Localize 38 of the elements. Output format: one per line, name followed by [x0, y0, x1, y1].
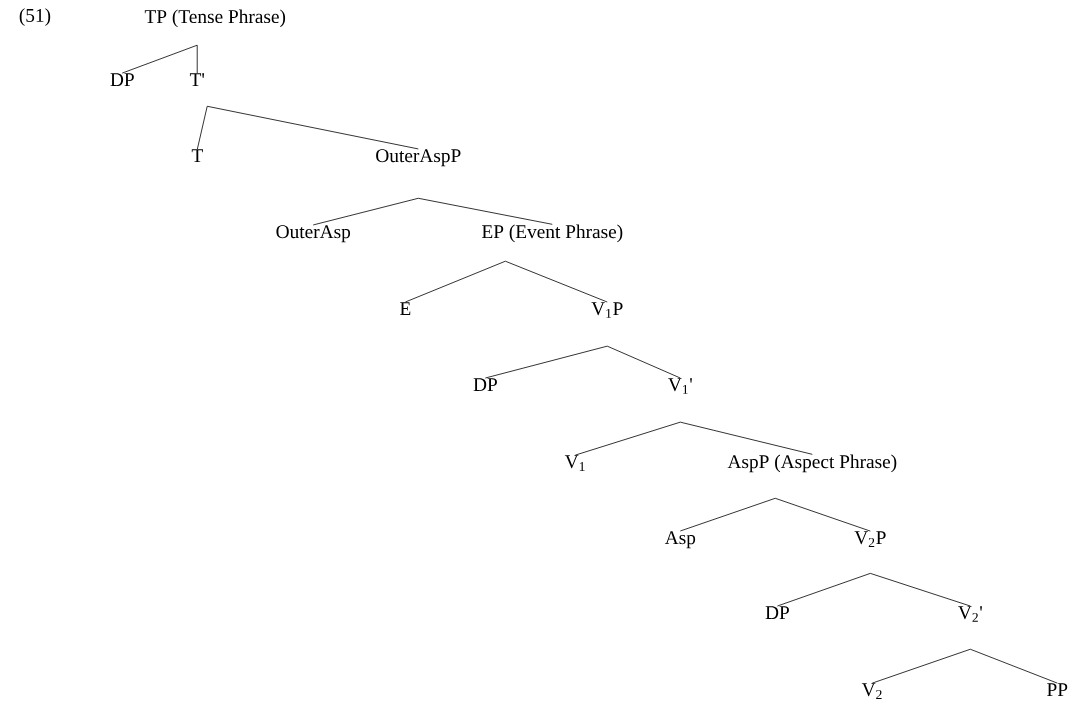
branch-line [121, 44, 198, 74]
branch-line [679, 497, 776, 532]
tree-label: PP [1047, 683, 1068, 696]
tree-label: E [400, 302, 411, 315]
tree-label: DP [473, 378, 497, 391]
tree-label: AspP (Aspect Phrase) [727, 454, 897, 473]
tree-label: DP [765, 606, 789, 619]
tree-label: OuterAspP [376, 149, 461, 167]
branch-line [869, 572, 971, 607]
branch-line [575, 421, 681, 456]
branch-line [484, 345, 608, 379]
branch-line [777, 572, 871, 607]
tree-label: V$_{1}$ [564, 455, 585, 471]
branch-line [404, 260, 506, 303]
tree-label: T' [189, 73, 205, 86]
tree-label: V$_{2}$' [958, 606, 982, 622]
branch-line [206, 105, 419, 150]
branch-line [679, 421, 813, 455]
tree-label: V$_{2}$P [854, 531, 886, 547]
tree-label: DP [110, 73, 134, 86]
branch-line [196, 105, 208, 150]
tree-label: TP (Tense Phrase) [144, 9, 286, 27]
example-number: (51) [19, 8, 51, 26]
branch-line [774, 497, 871, 532]
branch-line [417, 197, 553, 225]
tree-label: EP (Event Phrase) [482, 224, 623, 243]
branch-line [312, 197, 419, 226]
tree-label: V$_{1}$' [668, 378, 692, 394]
tree-label: V$_{1}$P [591, 302, 623, 318]
branch-line [606, 345, 681, 379]
tree-label: OuterAsp [276, 225, 351, 243]
branch-line [196, 44, 198, 74]
branch-line [871, 648, 971, 684]
tree-label: V$_{2}$ [861, 683, 882, 699]
branch-line [504, 260, 608, 303]
tree-label: T [191, 149, 203, 162]
tree-label: Asp [664, 531, 696, 549]
branch-line [969, 648, 1058, 684]
